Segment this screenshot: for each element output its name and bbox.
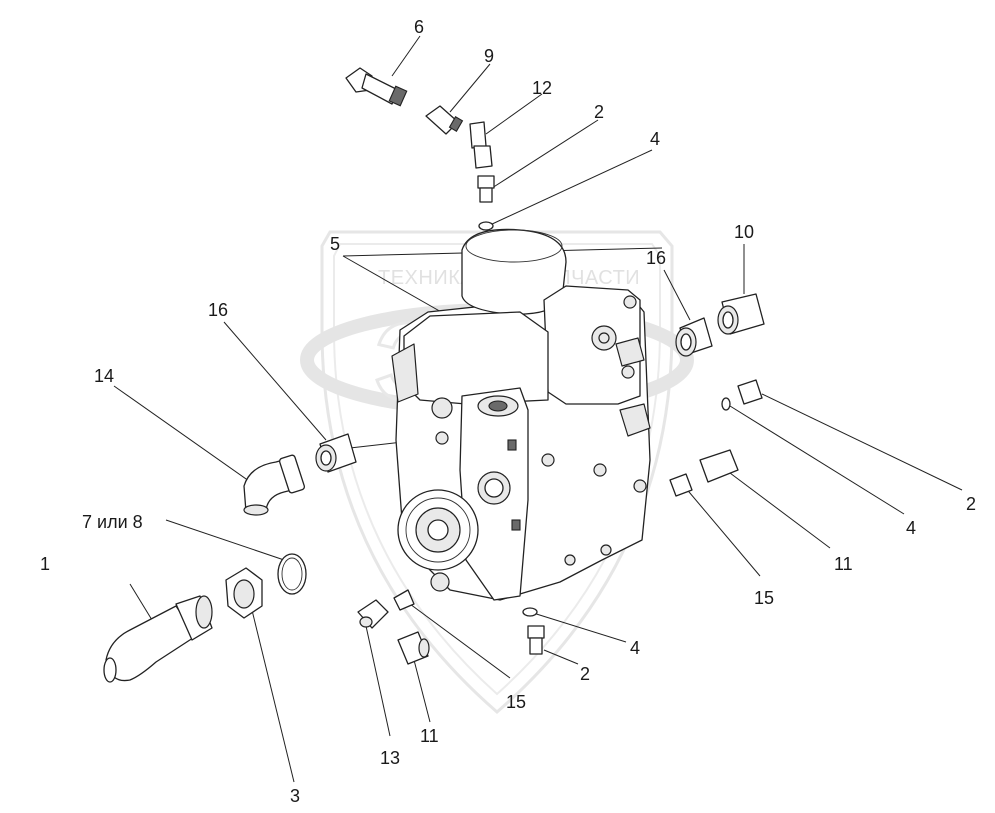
part-78-o-ring-inner (281, 557, 303, 591)
filter-cylinder (461, 228, 567, 315)
part-14-elbow (243, 454, 306, 516)
leader-16-right (663, 269, 691, 321)
left-port-2 (435, 431, 449, 445)
cover-bolt-1 (623, 295, 637, 309)
callout-4c: 4 (630, 638, 640, 658)
valve-top-port-hole (488, 400, 508, 412)
callout-10: 10 (734, 222, 754, 242)
part-3-nut (225, 567, 263, 619)
pump-housing (391, 228, 651, 601)
part-6-elbow-fitting (345, 67, 408, 107)
leader-2-top (491, 119, 599, 189)
valve-marker-2 (511, 519, 521, 531)
cover-lug (615, 337, 645, 367)
part-16-adapter-right (675, 317, 713, 357)
callout-5: 5 (330, 234, 340, 254)
callout-4a: 4 (650, 129, 660, 149)
callout-2b: 2 (966, 494, 976, 514)
part-11-adapter-right (699, 449, 739, 483)
leader-4-bottom (529, 611, 627, 643)
left-lug (391, 343, 419, 403)
leader-4-top (489, 149, 653, 226)
leader-6 (391, 35, 421, 77)
leader-14 (113, 385, 257, 487)
valve-marker-1 (507, 439, 517, 451)
body-bolt-1 (541, 453, 555, 467)
part-2-nipple-bottom (527, 625, 545, 655)
part-2-nipple-right (737, 379, 763, 405)
part-78-o-ring (277, 553, 307, 595)
callout-labels: 1 2 2 2 3 4 4 4 5 6 7 или 8 9 10 11 11 1… (40, 17, 976, 806)
cover-plug-center (598, 332, 610, 344)
callout-11a: 11 (834, 554, 853, 574)
filter-cylinder-rim (465, 229, 563, 263)
right-cover (543, 285, 641, 405)
callout-4b: 4 (906, 518, 916, 538)
callout-9: 9 (484, 46, 494, 66)
part-9-union (425, 105, 464, 135)
callout-2c: 2 (580, 664, 590, 684)
body-bolt-4 (600, 544, 612, 556)
body-bolt-2 (593, 463, 607, 477)
cover-bolt-2 (621, 365, 635, 379)
callout-16a: 16 (208, 300, 228, 320)
left-port (431, 397, 453, 419)
right-bolt (633, 479, 647, 493)
drive-flange-center (427, 519, 449, 541)
bottom-port (430, 572, 450, 592)
part-4-washer-bottom (522, 607, 538, 617)
callout-7-8: 7 или 8 (82, 512, 143, 532)
part-16-adapter-left (315, 433, 357, 473)
drive-flange-ring (405, 497, 471, 563)
part-15-fitting-right (669, 473, 693, 497)
part-12-tee-fitting (469, 121, 493, 169)
callout-13: 13 (380, 748, 400, 768)
leader-11-right (725, 469, 831, 549)
right-lug (619, 403, 651, 437)
leader-12 (485, 93, 543, 135)
part-11-adapter-bottom (397, 631, 430, 665)
top-block (403, 311, 549, 405)
part-2-nipple-top (477, 175, 495, 203)
part-1-hose (103, 595, 213, 683)
part-13-elbow (357, 599, 389, 629)
callout-15b: 15 (506, 692, 526, 712)
part-4-washer-top (478, 221, 494, 231)
leader-1 (129, 583, 153, 621)
callout-14: 14 (94, 366, 114, 386)
leader-lines (113, 35, 963, 783)
callout-1: 1 (40, 554, 50, 574)
leader-15-bottom (409, 603, 511, 679)
leader-11-bottom (413, 659, 431, 723)
leader-78 (165, 519, 291, 563)
valve-main-port-inner (484, 478, 504, 498)
leader-15-right (683, 485, 761, 577)
leader-16-left (223, 321, 327, 441)
leader-13 (365, 625, 391, 737)
part-4-washer-right (721, 397, 731, 411)
leader-2-bottom (543, 649, 579, 665)
callout-16b: 16 (646, 248, 666, 268)
callout-11b: 11 (420, 726, 439, 746)
leader-3 (249, 601, 295, 783)
part-10-coupling (717, 293, 765, 335)
callout-12: 12 (532, 78, 552, 98)
body-bolt-3 (564, 554, 576, 566)
part-15-fitting-bottom (393, 589, 415, 611)
callout-2a: 2 (594, 102, 604, 122)
callout-15a: 15 (754, 588, 774, 608)
leader-2-right (761, 393, 963, 491)
leader-4-right (729, 405, 905, 515)
leader-9 (449, 63, 491, 113)
callout-6: 6 (414, 17, 424, 37)
callout-3: 3 (290, 786, 300, 806)
watermark-text-left: ТЕХНИКА (378, 267, 474, 289)
